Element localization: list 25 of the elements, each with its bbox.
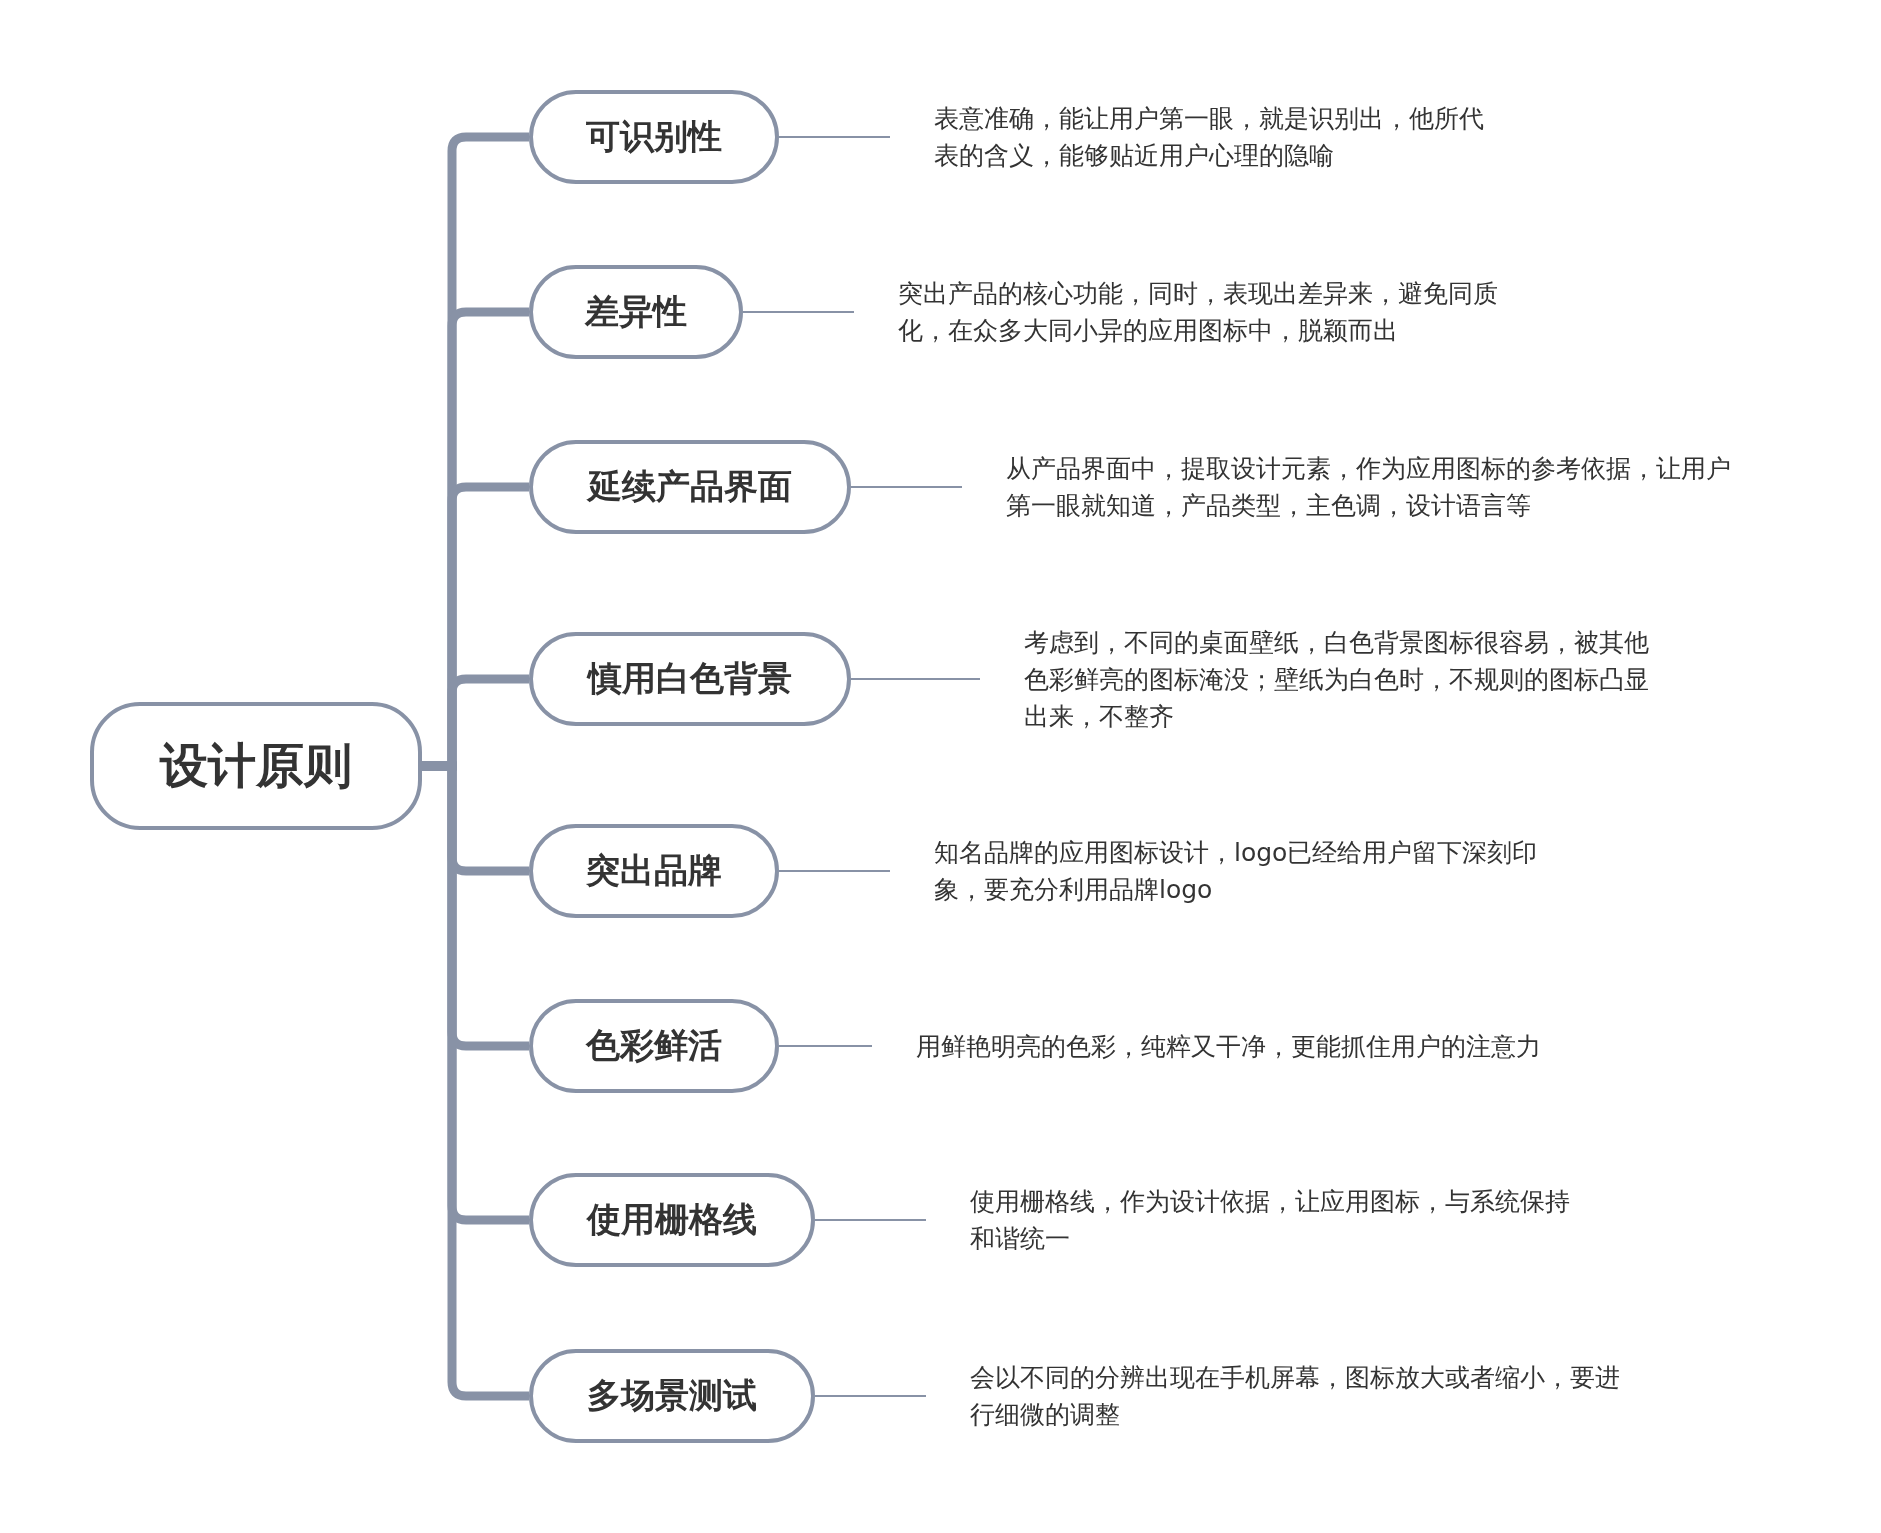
topic-pill: 可识别性 bbox=[529, 90, 779, 184]
connector-line bbox=[778, 870, 891, 872]
topic-pill: 延续产品界面 bbox=[529, 440, 851, 534]
connector-line bbox=[814, 1219, 927, 1221]
description-text: 表意准确，能让用户第一眼，就是识别出，他所代表的含义，能够贴近用户心理的隐喻 bbox=[934, 100, 1494, 174]
connector-line bbox=[814, 1395, 927, 1397]
description-text: 使用栅格线，作为设计依据，让应用图标，与系统保持和谐统一 bbox=[970, 1183, 1590, 1257]
topic-pill: 突出品牌 bbox=[529, 824, 779, 918]
description-text: 用鲜艳明亮的色彩，纯粹又干净，更能抓住用户的注意力 bbox=[916, 1027, 1676, 1065]
topic-pill: 差异性 bbox=[529, 265, 743, 359]
topic-pill: 使用栅格线 bbox=[529, 1173, 815, 1267]
root-topic-pill: 设计原则 bbox=[90, 702, 422, 830]
topic-pill: 色彩鲜活 bbox=[529, 999, 779, 1093]
description-text: 突出产品的核心功能，同时，表现出差异来，避免同质化，在众多大同小异的应用图标中，脱颖而出 bbox=[898, 275, 1538, 349]
connector-line bbox=[742, 311, 855, 313]
description-text: 会以不同的分辨出现在手机屏幕，图标放大或者缩小，要进行细微的调整 bbox=[970, 1359, 1630, 1433]
connector-line bbox=[778, 136, 891, 138]
connector-line bbox=[850, 678, 981, 680]
description-text: 知名品牌的应用图标设计，logo已经给用户留下深刻印象，要充分利用品牌logo bbox=[934, 834, 1564, 908]
description-text: 从产品界面中，提取设计元素，作为应用图标的参考依据，让用户第一眼就知道，产品类型，主色调，设计语言等 bbox=[1006, 450, 1746, 524]
connector-line bbox=[850, 486, 963, 488]
topic-pill: 多场景测试 bbox=[529, 1349, 815, 1443]
description-text: 考虑到，不同的桌面壁纸，白色背景图标很容易，被其他色彩鲜亮的图标淹没；壁纸为白色时，不规则的图标凸显出来，不整齐 bbox=[1024, 623, 1664, 735]
connector-line bbox=[778, 1045, 873, 1047]
topic-pill: 慎用白色背景 bbox=[529, 632, 851, 726]
